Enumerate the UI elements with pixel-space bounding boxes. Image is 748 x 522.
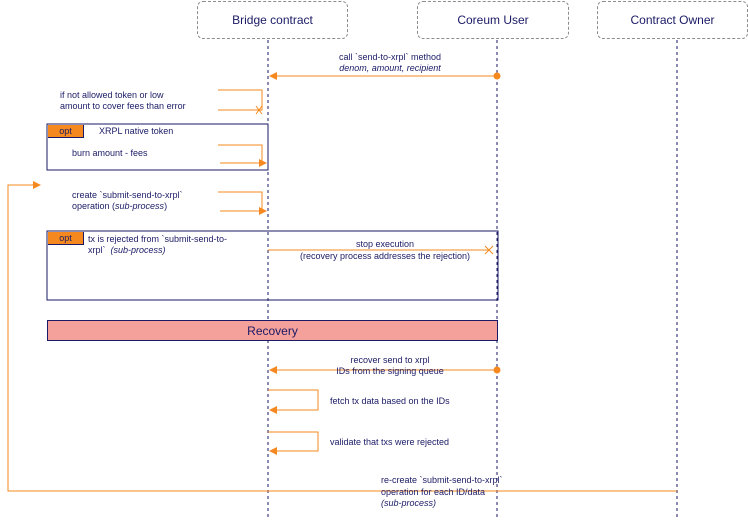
check-label-2: amount to cover fees than error [60,101,186,111]
opt2-guard-2: xrpl` (sub-process) [88,245,166,255]
recreate-label-3: (sub-process) [381,498,437,508]
recovery-section: Recovery [47,320,498,341]
validate-self-arrow [268,431,319,452]
create-label-1: create `submit-send-to-xrpl` [72,190,183,200]
check-self-arrow [218,89,263,111]
create-self-arrow [218,191,263,212]
create-label-2: operation (sub-process) [72,201,168,211]
opt2-frame [46,230,499,301]
recreate-label-1: re-create `submit-send-to-xrpl` [381,475,503,485]
fetch-self-arrow [268,389,319,411]
participant-user: Coreum User [417,1,569,39]
stop-label-2: (recovery process addresses the rejectio… [299,251,471,261]
stop-x [484,245,494,255]
opt2-tag: opt [48,232,84,245]
opt1-frame [46,123,269,171]
fetch-label: fetch tx data based on the IDs [330,396,450,406]
stop-label-1: stop execution [355,239,415,249]
recover-origin-dot [493,366,501,374]
recover-label-1: recover send to xrpl [350,355,430,365]
check-label-1: if not allowed token or low [60,90,164,100]
opt2-guard-1: tx is rejected from `submit-send-to- [88,234,228,244]
validate-label: validate that txs were rejected [330,437,450,447]
check-error-x [255,105,263,115]
opt1-tag: opt [48,125,84,138]
recreate-label-2: operation for each ID/data [381,487,486,497]
call-label-2: denom, amount, recipient [339,63,441,73]
participant-bridge: Bridge contract [197,1,348,39]
call-origin-dot [493,72,501,80]
burn-label: burn amount - fees [72,148,148,158]
opt1-guard: XRPL native token [99,126,174,136]
call-label-1: call `send-to-xrpl` method [338,52,442,62]
recover-label-2: IDs from the signing queue [336,366,444,376]
burn-self-arrow [218,144,263,164]
participant-owner: Contract Owner [597,1,748,39]
recreate-arrow [7,181,677,492]
